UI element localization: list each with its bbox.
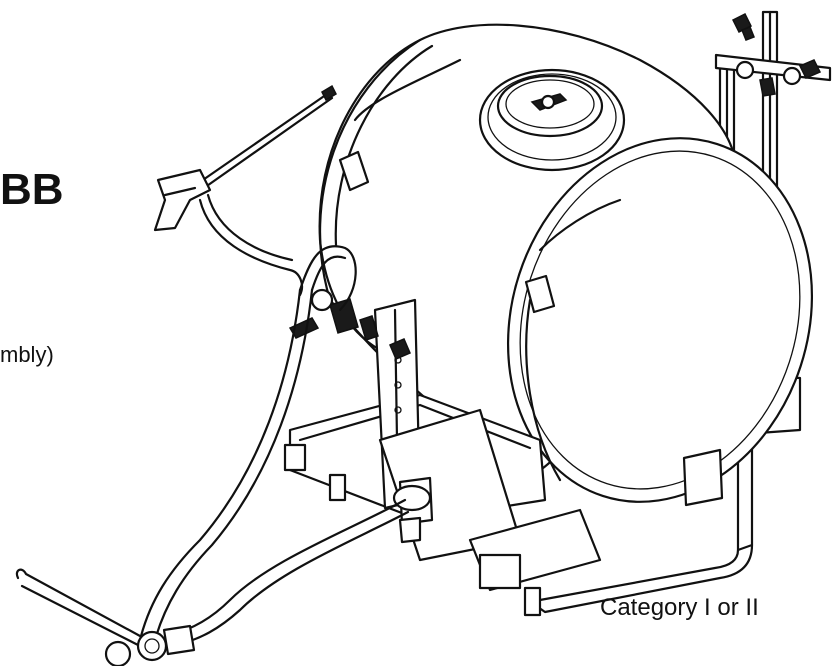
- assembly-note-fragment: mbly): [0, 342, 54, 367]
- spray-gun-icon: [153, 84, 337, 232]
- tank: [318, 23, 814, 507]
- hose-reel: [15, 568, 196, 666]
- model-number-fragment: BB: [0, 165, 64, 214]
- boom-mast: [714, 10, 832, 197]
- hitch-category-label: Category I or II: [600, 594, 759, 621]
- hoses: [138, 193, 410, 647]
- frame-front: [283, 288, 602, 592]
